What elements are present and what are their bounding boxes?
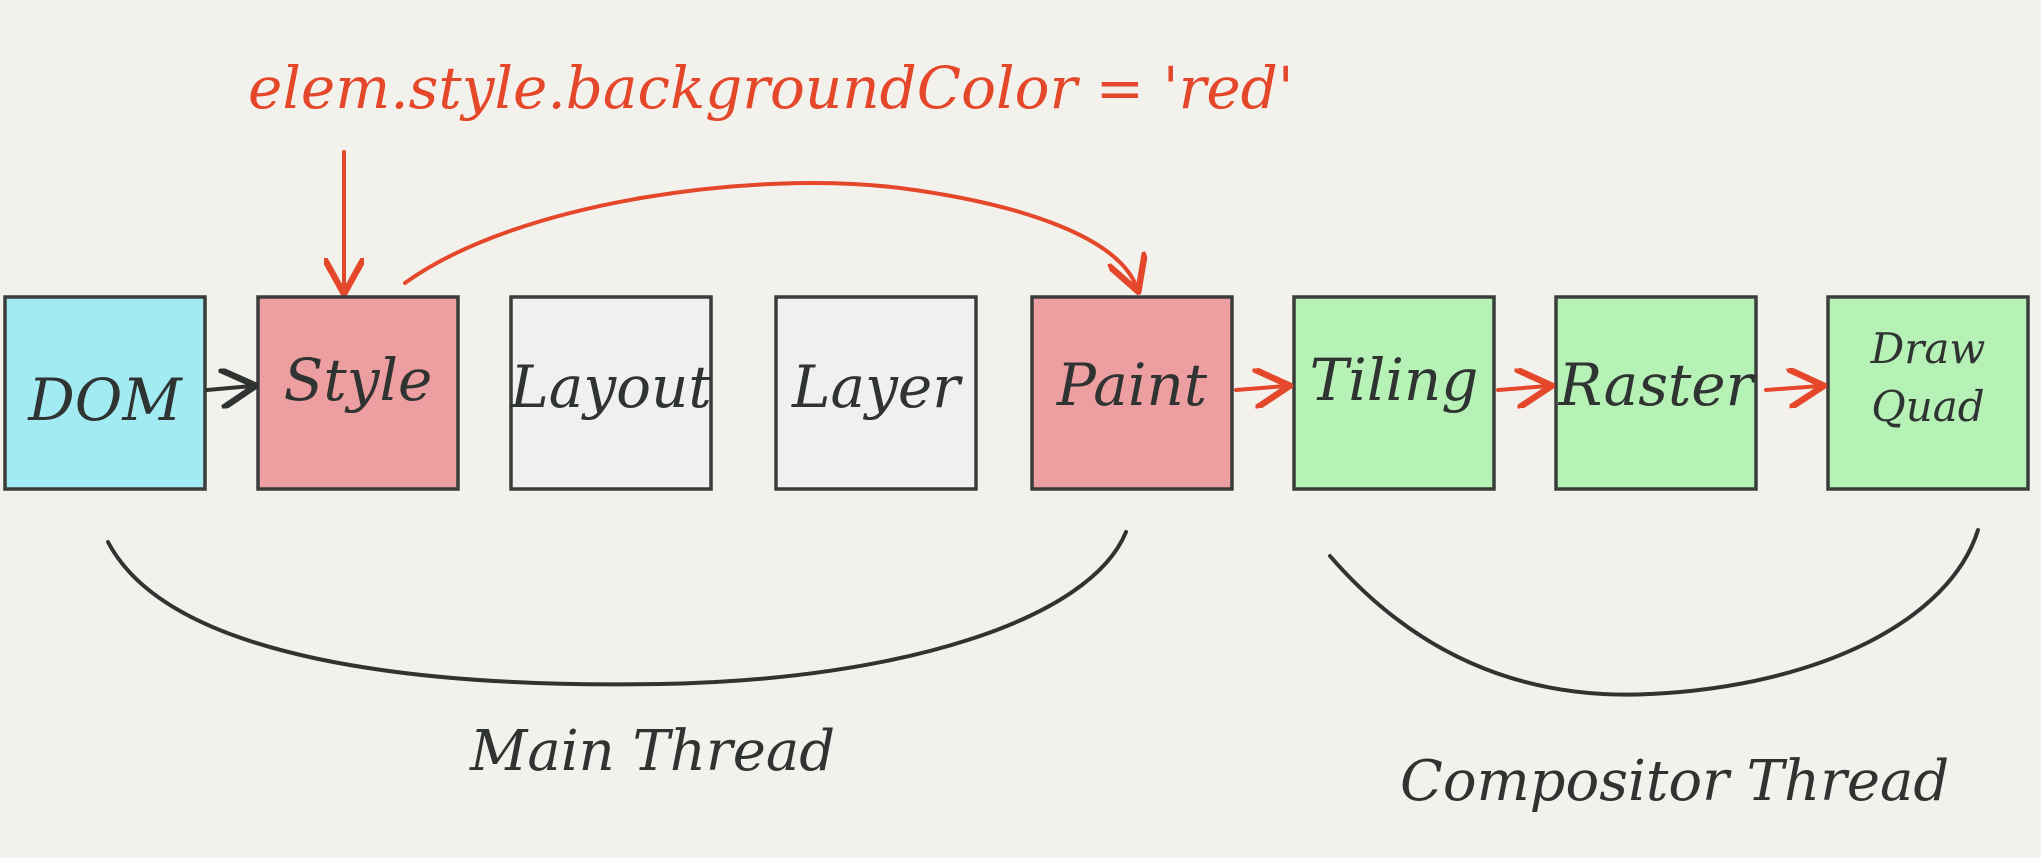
stage-paint: Paint (1030, 295, 1234, 491)
arrow-raster-to-draw-quad (1764, 386, 1820, 390)
stage-label: Tiling (1310, 346, 1479, 414)
stage-label-line2: Quad (1871, 382, 1984, 431)
stage-draw-quad: Draw Quad (1826, 295, 2030, 491)
stage-box (1826, 295, 2030, 491)
stage-tiling: Tiling (1292, 295, 1496, 491)
stage-label: Layout (509, 353, 712, 421)
stage-label: DOM (27, 366, 183, 434)
stage-dom: DOM (3, 295, 207, 491)
main-thread-bracket (106, 530, 1128, 687)
stage-layout: Layout (509, 295, 713, 491)
stage-box (256, 295, 460, 491)
stage-box (509, 295, 713, 491)
stage-box (3, 295, 207, 491)
compositor-thread-label: Compositor Thread (1400, 749, 1949, 814)
arrow-dom-to-style (205, 386, 252, 390)
stage-label: Raster (1558, 351, 1757, 419)
stage-box (1554, 295, 1758, 491)
stage-label: Style (284, 346, 433, 414)
stage-layer: Layer (774, 295, 978, 491)
compositor-thread-bracket (1328, 528, 1980, 697)
stage-box (1030, 295, 1234, 491)
main-thread-label: Main Thread (469, 719, 835, 784)
stage-box (774, 295, 978, 491)
stage-style: Style (256, 295, 460, 491)
stage-box (1292, 295, 1496, 491)
skip-arrow-style-to-paint (403, 180, 1137, 288)
stage-raster: Raster (1554, 295, 1758, 491)
stage-label: Layer (791, 353, 963, 421)
annotation-text: elem.style.backgroundColor = 'red' (248, 54, 1294, 122)
stage-label: Paint (1056, 351, 1208, 419)
stage-label-line1: Draw (1870, 324, 1986, 373)
arrow-paint-to-tiling (1234, 386, 1286, 390)
arrow-tiling-to-raster (1496, 386, 1548, 390)
